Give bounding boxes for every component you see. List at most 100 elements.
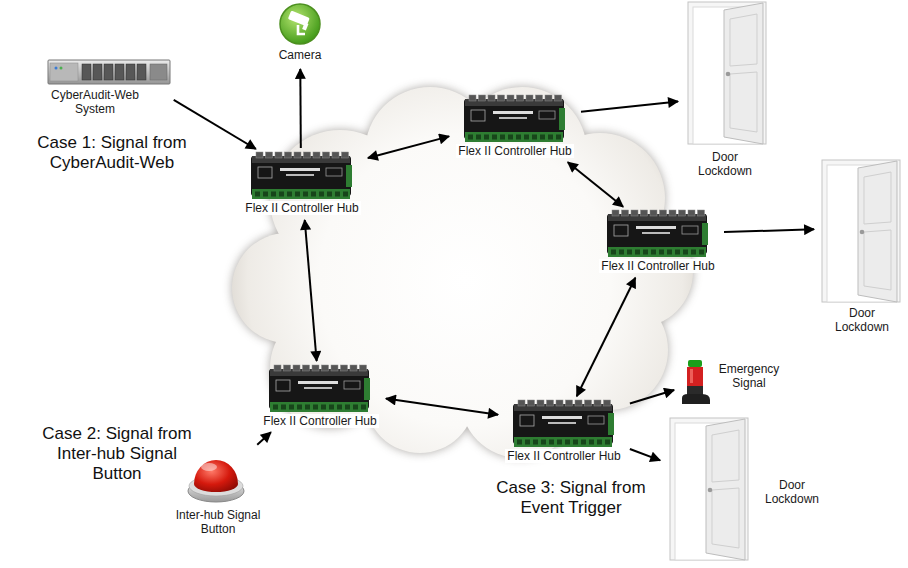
node-label-text: Camera [277,48,324,62]
door-inset [864,230,891,290]
signal-arrow [299,69,302,148]
door-inset [730,14,757,66]
hub-node: Flex II Controller Hub [238,150,366,218]
hub-terminal [476,135,481,140]
hub-port [285,152,292,158]
signal-arrow [630,449,660,460]
node-label-text: Flex II Controller Hub [261,414,378,428]
hub-node: Flex II Controller Hub [500,398,628,466]
hub-terminal [659,250,664,255]
node-label: Inter-hub Signal Button [168,508,268,536]
hub-port [604,400,611,406]
door-panel [706,419,745,560]
door-picture [822,160,900,302]
door-node: Door Lockdown [816,158,904,336]
hub-terminal [643,250,648,255]
hub-terminal [321,405,326,410]
door-inset [712,430,739,482]
node-label-text: Door Lockdown [693,150,757,178]
server-drive-bay [93,64,102,80]
beacon-green-light [688,360,702,367]
server-panel [50,63,78,81]
node-label: Flex II Controller Hub [238,201,366,215]
hub-marking [276,380,290,391]
hub-terminal [500,135,505,140]
door-inset [712,488,739,548]
hub-port [526,95,533,101]
hub-port [518,400,525,406]
node-label: Flex II Controller Hub [451,144,579,158]
hub-port [585,400,592,406]
hub-port [303,365,310,371]
door-frame [688,2,766,144]
hub-terminal [279,192,284,197]
hub-terminal [540,135,545,140]
hub-marking [304,387,332,389]
signal-arrow [568,162,623,206]
hub-terminal [516,135,521,140]
hub-port [650,210,657,216]
hub-port [275,152,282,158]
beacon-base [682,394,710,404]
hub-port [547,400,554,406]
hub-terminal [581,440,586,445]
hub-terminal [675,250,680,255]
signal-arrow [368,136,449,158]
hub-terminal [683,250,688,255]
hub-terminal [335,192,340,197]
beacon-red-light [687,367,703,386]
hub-terminal [532,135,537,140]
button-dome [194,460,238,492]
hub-terminal [508,135,513,140]
hub-terminal-strip [608,247,706,257]
hub-terminal [311,192,316,197]
hub-terminal-strip [252,189,350,199]
hub-terminal [635,250,640,255]
hub-terminal [548,135,553,140]
node-label: Emergency Signal [714,362,784,390]
node-label-text: Door Lockdown [760,478,824,506]
hub-terminal [289,405,294,410]
hub-marking [499,117,527,119]
node-label: Door Lockdown [760,478,824,506]
hub-marking [298,381,338,384]
hub-marking [548,422,576,424]
hub-port [313,152,320,158]
door-node: Door Lockdown [662,416,824,562]
hub-port [293,365,300,371]
hub-terminal [611,250,616,255]
case-caption: Case 3: Signal from Event Trigger [481,478,661,518]
beacon-housing [687,386,703,395]
hub-terminal [297,405,302,410]
hub-port [266,152,273,158]
hub-terminal [345,405,350,410]
hub-terminal [343,192,348,197]
hub-marking [258,167,272,178]
hub-terminal [305,405,310,410]
node-label: Flex II Controller Hub [594,259,722,273]
hub-port [323,152,330,158]
hub-port [332,152,339,158]
node-label-text: Emergency Signal [714,362,784,390]
server-chassis [48,60,170,84]
cloud-lobe [232,233,342,343]
door-node: Door Lockdown [680,2,770,180]
hub-terminal [327,192,332,197]
server-drive-bay [126,64,135,80]
hub-port [528,400,535,406]
hub-port [556,400,563,406]
hub-terminal [605,440,610,445]
server-picture [48,60,170,84]
hub-terminal [319,192,324,197]
button-highlight [201,463,217,471]
hub-port [256,152,263,158]
hub-port [488,95,495,101]
hub-port [612,210,619,216]
cloud-lobe [460,338,580,458]
beacon-highlight [690,369,693,383]
node-label-text: Flex II Controller Hub [243,201,360,215]
hub-port [331,365,338,371]
door-picture [688,2,766,144]
door-frame [670,418,748,560]
hub-terminal [287,192,292,197]
